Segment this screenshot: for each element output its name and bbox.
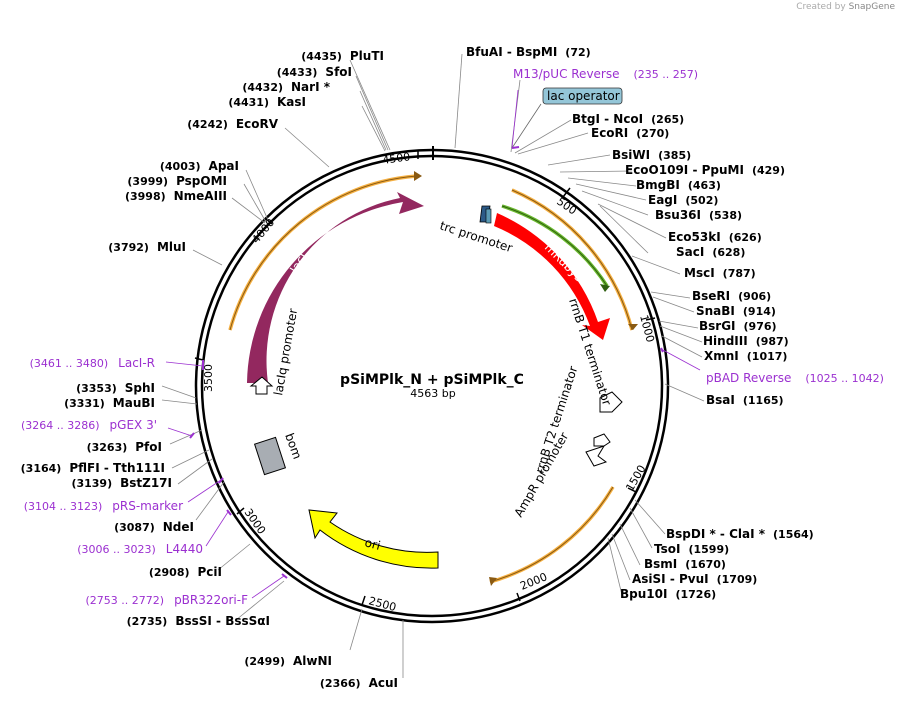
plasmid-name: pSiMPlk_N + pSiMPlk_C — [340, 372, 524, 388]
site-label: SacI(628) — [676, 245, 745, 259]
site-label: EcoO109I - PpuMI(429) — [625, 163, 785, 177]
credit-prefix: Created by — [796, 2, 846, 12]
lacIq-promoter-arrow — [249, 376, 274, 395]
primer-label: (3264 .. 3286)pGEX 3' — [21, 418, 157, 432]
orange-band-bottom — [489, 486, 615, 584]
site-label: BfuAI - BspMI(72) — [466, 45, 591, 59]
primer-label: (2753 .. 2772)pBR322ori-F — [86, 593, 249, 607]
site-label: Bpu10I(1726) — [620, 587, 716, 601]
site-label: (3164)PflFI - Tth111I — [21, 461, 165, 475]
site-label: (4003)ApaI — [160, 159, 239, 173]
site-label: AsiSI - PvuI(1709) — [632, 572, 757, 586]
lac-operator-label: lac operator — [547, 89, 620, 103]
site-label: BsiWI(385) — [612, 148, 691, 162]
site-label: (4433)SfoI — [277, 65, 352, 79]
lac-operator-box — [542, 87, 623, 105]
rrnB-T2-terminator-glyph — [593, 433, 611, 447]
mRuby3-feature — [494, 213, 610, 340]
site-label: MscI(787) — [684, 266, 756, 280]
primer-label: (3461 .. 3480)LacI-R — [30, 356, 155, 370]
site-label: TsoI(1599) — [654, 542, 729, 556]
sites-left: (4435)PluTI (4433)SfoI (4432)NarI * (443… — [21, 49, 398, 690]
site-label: (3353)SphI — [76, 381, 155, 395]
tick-3500: 3500 — [202, 364, 215, 392]
site-label: (2366)AcuI — [320, 676, 398, 690]
site-label: (3139)BstZ17I — [71, 476, 172, 490]
site-label: BseRI(906) — [692, 289, 771, 303]
AmpR-promoter-arrow — [585, 445, 608, 467]
site-label: (2499)AlwNI — [244, 654, 332, 668]
site-label: (4431)KasI — [228, 95, 306, 109]
primer-label: (3006 .. 3023)L4440 — [77, 542, 203, 556]
site-label: (4432)NarI * — [242, 80, 330, 94]
site-label: (3999)PspOMI — [127, 174, 227, 188]
bom-feature — [253, 436, 287, 476]
site-label: XmnI(1017) — [704, 349, 787, 363]
primer-bands — [228, 171, 638, 586]
tick-4500: 4500 — [382, 150, 412, 167]
site-label: (2908)PciI — [149, 565, 222, 579]
site-label: (2735)BssSI - BssSαI — [127, 614, 270, 628]
lacI-feature — [247, 192, 424, 383]
site-label: SnaBI(914) — [696, 304, 776, 318]
plasmid-size: 4563 bp — [410, 387, 455, 400]
site-label: (3087)NdeI — [114, 520, 194, 534]
site-label: Bsu36I(538) — [655, 208, 742, 222]
site-label: EagI(502) — [648, 193, 718, 207]
lacIq-promoter-label: lacIq promoter — [271, 307, 300, 396]
site-label: BtgI - NcoI(265) — [572, 112, 684, 126]
site-label: (3998)NmeAIII — [125, 189, 227, 203]
site-label: (3263)PfoI — [87, 440, 162, 454]
tick-2000: 2000 — [518, 570, 549, 593]
leader-lines-right — [349, 53, 705, 678]
site-label: (4242)EcoRV — [187, 117, 278, 131]
site-label: BmgBI(463) — [636, 178, 721, 192]
leader-lines-left — [161, 59, 391, 621]
orange-band-top — [228, 174, 418, 331]
site-label: BsaI(1165) — [706, 393, 784, 407]
site-label: BspDI * - ClaI *(1564) — [666, 527, 814, 541]
ori-label: ori — [363, 535, 382, 553]
primer-markers — [165, 89, 701, 599]
sites-right: BfuAI - BspMI(72) BtgI - NcoI(265) EcoRI… — [466, 45, 814, 601]
primer-labels: M13/pUC Reverse(235 .. 257) pBAD Reverse… — [21, 67, 884, 607]
site-label: BsrGI(976) — [699, 319, 777, 333]
site-label: BsmI(1670) — [644, 557, 726, 571]
rrnB-T1-terminator-glyph — [599, 391, 623, 413]
site-label: (3331)MauBI — [64, 396, 155, 410]
primer-label: pBAD Reverse(1025 .. 1042) — [706, 371, 884, 385]
ori-feature — [308, 509, 439, 569]
site-label: (4435)PluTI — [301, 49, 384, 63]
site-label: Eco53kI(626) — [668, 230, 762, 244]
site-label: (3792)MluI — [108, 240, 186, 254]
lac-operator-block — [485, 208, 492, 224]
snapgene-credit: Created by SnapGene — [796, 2, 895, 12]
site-label: EcoRI(270) — [591, 126, 669, 140]
bom-label: bom — [282, 431, 304, 461]
primer-label: (3104 .. 3123)pRS-marker — [24, 499, 183, 513]
primer-label: M13/pUC Reverse(235 .. 257) — [513, 67, 698, 81]
snapgene-logo-text: SnapGene — [848, 2, 895, 12]
site-label: HindIII(987) — [703, 334, 789, 348]
